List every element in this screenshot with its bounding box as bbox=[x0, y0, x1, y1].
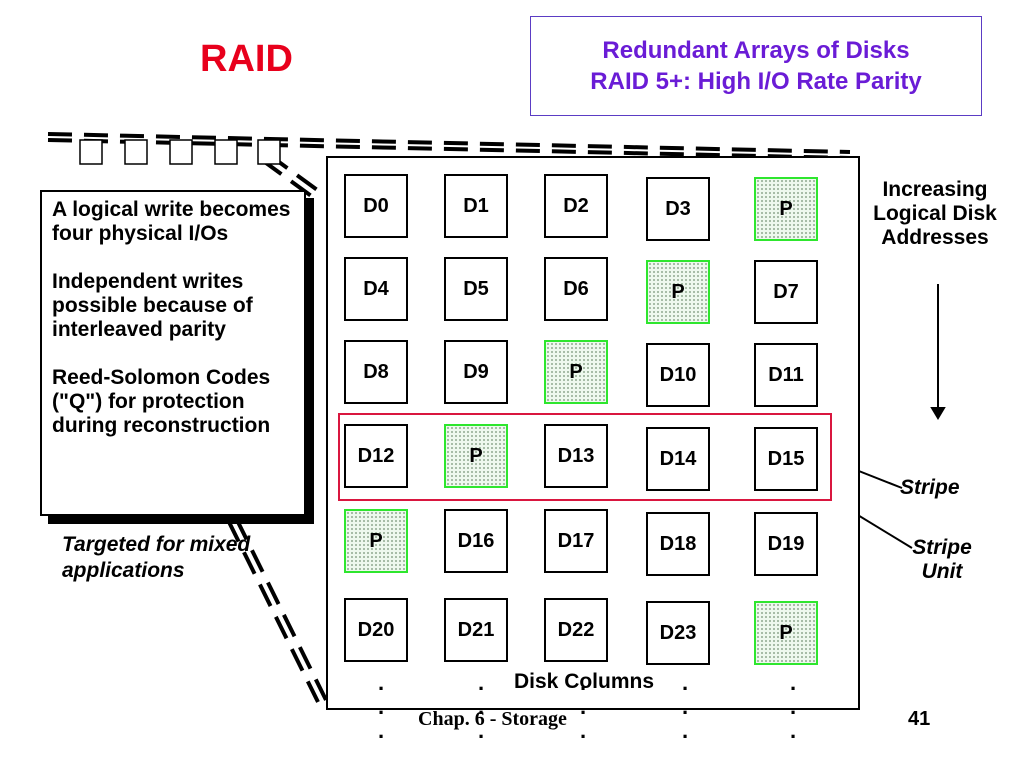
data-block: D23 bbox=[646, 601, 710, 665]
parity-block: P bbox=[544, 340, 608, 404]
mini-disk-icon bbox=[124, 139, 148, 165]
continuation-dot: . bbox=[682, 670, 689, 695]
data-block: D12 bbox=[344, 424, 408, 488]
continuation-dot: . bbox=[580, 694, 587, 719]
stripe-unit-label: Stripe Unit bbox=[912, 536, 972, 583]
continuation-dot: . bbox=[478, 694, 485, 719]
header-box: Redundant Arrays of Disks RAID 5+: High … bbox=[530, 16, 982, 116]
info-paragraph-2: Independent writes possible because of i… bbox=[52, 270, 253, 341]
continuation-dot: . bbox=[682, 718, 689, 743]
mini-disk-icon bbox=[79, 139, 103, 165]
info-box: A logical write becomes four physical I/… bbox=[40, 190, 306, 516]
data-block: D8 bbox=[344, 340, 408, 404]
parity-block: P bbox=[754, 601, 818, 665]
data-block: D9 bbox=[444, 340, 508, 404]
address-arrow-head bbox=[930, 407, 946, 420]
data-block: D1 bbox=[444, 174, 508, 238]
continuation-dot: . bbox=[790, 670, 797, 695]
continuation-dot: . bbox=[790, 718, 797, 743]
page-title: RAID bbox=[200, 38, 293, 80]
parity-block: P bbox=[344, 509, 408, 573]
data-block: D17 bbox=[544, 509, 608, 573]
header-line-1: Redundant Arrays of Disks bbox=[602, 37, 910, 64]
data-block: D2 bbox=[544, 174, 608, 238]
info-paragraph-1: A logical write becomes four physical I/… bbox=[52, 198, 291, 245]
data-block: D13 bbox=[544, 424, 608, 488]
increasing-addresses-label: Increasing Logical Disk Addresses bbox=[873, 178, 997, 249]
header-line-2: RAID 5+: High I/O Rate Parity bbox=[590, 68, 922, 95]
continuation-dot: . bbox=[580, 718, 587, 743]
data-block: D18 bbox=[646, 512, 710, 576]
continuation-dot: . bbox=[478, 718, 485, 743]
data-block: D11 bbox=[754, 343, 818, 407]
perspective-line-top bbox=[47, 132, 851, 154]
footer-chapter: Chap. 6 - Storage bbox=[418, 708, 567, 730]
continuation-dot: . bbox=[378, 694, 385, 719]
parity-block: P bbox=[754, 177, 818, 241]
data-block: D21 bbox=[444, 598, 508, 662]
data-block: D14 bbox=[646, 427, 710, 491]
data-block: D4 bbox=[344, 257, 408, 321]
data-block: D20 bbox=[344, 598, 408, 662]
continuation-dot: . bbox=[682, 694, 689, 719]
parity-block: P bbox=[444, 424, 508, 488]
mini-disk-icon bbox=[257, 139, 281, 165]
mini-disk-icon bbox=[169, 139, 193, 165]
continuation-dot: . bbox=[378, 718, 385, 743]
data-block: D6 bbox=[544, 257, 608, 321]
data-block: D3 bbox=[646, 177, 710, 241]
data-block: D22 bbox=[544, 598, 608, 662]
footer-page-number: 41 bbox=[908, 708, 931, 730]
data-block: D19 bbox=[754, 512, 818, 576]
continuation-dot: . bbox=[790, 694, 797, 719]
data-block: D7 bbox=[754, 260, 818, 324]
targeted-note: Targeted for mixed applications bbox=[62, 533, 251, 582]
data-block: D5 bbox=[444, 257, 508, 321]
data-block: D15 bbox=[754, 427, 818, 491]
data-block: D0 bbox=[344, 174, 408, 238]
mini-disk-icon bbox=[214, 139, 238, 165]
parity-block: P bbox=[646, 260, 710, 324]
stripe-highlight bbox=[338, 413, 832, 501]
info-paragraph-3: Reed-Solomon Codes ("Q") for protection … bbox=[52, 366, 271, 437]
disk-columns-label: Disk Columns bbox=[514, 670, 655, 694]
continuation-dot: . bbox=[378, 670, 385, 695]
stripe-label: Stripe bbox=[900, 476, 960, 499]
continuation-dot: . bbox=[580, 670, 587, 695]
perspective-line-top-inner bbox=[47, 138, 851, 160]
mini-disk-icons bbox=[79, 139, 281, 165]
data-block: D16 bbox=[444, 509, 508, 573]
data-block: D10 bbox=[646, 343, 710, 407]
continuation-dot: . bbox=[478, 670, 485, 695]
